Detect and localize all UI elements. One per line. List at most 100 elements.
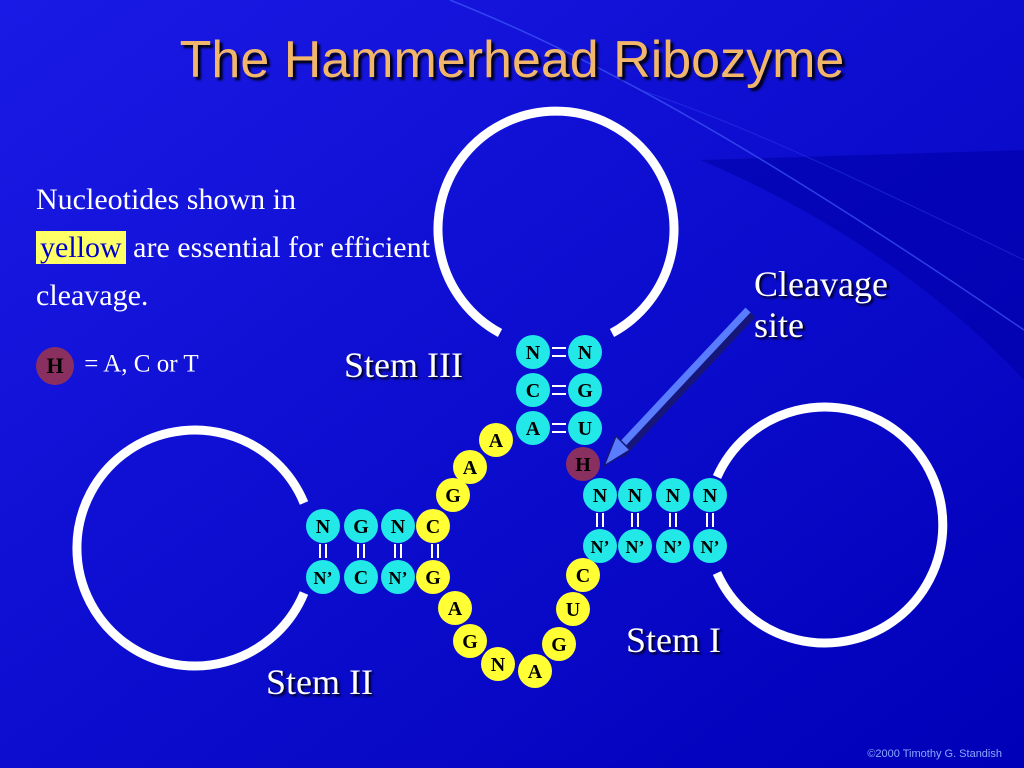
nucleotide-core-g3: G	[542, 627, 576, 661]
nucleotide-letter: N	[628, 485, 643, 507]
nucleotide-circle	[618, 478, 652, 512]
nucleotide-s2-g2: G	[416, 560, 450, 594]
nucleotide-circle	[479, 423, 513, 457]
nucleotide-core-n: N	[481, 647, 515, 681]
nucleotide-circle	[481, 647, 515, 681]
nucleotide-circle	[566, 447, 600, 481]
nucleotide-circle	[516, 411, 550, 445]
nucleotide-letter: G	[425, 567, 441, 589]
stem-ii-label: Stem II	[266, 662, 373, 702]
h-legend-text: = A, C or T	[84, 350, 199, 378]
nucleotide-circle	[306, 560, 340, 594]
nucleotide-letter: N’	[626, 537, 645, 557]
nucleotide-letter: N	[316, 516, 331, 538]
cleavage-line-1: Cleavage	[754, 264, 888, 304]
cleavage-line-2: site	[754, 305, 804, 346]
nucleotide-circle	[568, 335, 602, 369]
intro-text: Nucleotides shown in yellow are essentia…	[36, 176, 436, 320]
nucleotide-circle	[568, 373, 602, 407]
nucleotide-circle	[518, 654, 552, 688]
nucleotide-s3-g: G	[568, 373, 602, 407]
intro-before: Nucleotides shown in	[36, 183, 296, 216]
nucleotide-core-a3: A	[438, 591, 472, 625]
nucleotide-core-g1: G	[436, 478, 470, 512]
nucleotide-s3-c: C	[516, 373, 550, 407]
nucleotide-core-g2: G	[453, 624, 487, 658]
nucleotide-circle	[556, 592, 590, 626]
stem-iii-loop	[433, 106, 679, 337]
nucleotide-circle	[453, 624, 487, 658]
nucleotide-s3-n2: N	[568, 335, 602, 369]
nucleotide-s2-np1: N’	[306, 560, 340, 594]
nucleotide-circle	[436, 478, 470, 512]
nucleotide-circle	[381, 560, 415, 594]
nucleotide-circle	[416, 560, 450, 594]
nucleotide-letter: N	[703, 485, 718, 507]
nucleotide-letter: G	[462, 631, 478, 653]
nucleotide-h-site: H	[566, 447, 600, 481]
nucleotide-letter: N’	[591, 537, 610, 557]
nucleotide-letter: U	[566, 599, 580, 621]
stem-iii-label: Stem III	[344, 345, 463, 385]
base-pair-marks	[319, 347, 714, 558]
nucleotide-letter: N	[593, 485, 608, 507]
nucleotide-letter: N	[526, 342, 541, 364]
copyright-credit: ©2000 Timothy G. Standish	[867, 748, 1002, 760]
nucleotide-s3-a: A	[516, 411, 550, 445]
nucleotide-circle	[656, 478, 690, 512]
nucleotide-circle	[568, 411, 602, 445]
nucleotide-circle	[438, 591, 472, 625]
nucleotide-letter: C	[526, 380, 540, 402]
h-legend: H = A, C or T	[36, 347, 199, 385]
intro-after: are essential for efficient cleavage.	[36, 231, 430, 312]
nucleotide-s2-c: C	[416, 509, 450, 543]
cleavage-arrow	[602, 307, 756, 468]
nucleotide-circle	[516, 373, 550, 407]
nucleotide-letter: G	[445, 485, 461, 507]
nucleotide-core-c: C	[566, 558, 600, 592]
nucleotide-letter: N	[391, 516, 406, 538]
nucleotide-letter: G	[577, 380, 593, 402]
nucleotide-s2-c2: C	[344, 560, 378, 594]
nucleotide-s1-n3: N	[656, 478, 690, 512]
nucleotide-letter: C	[576, 565, 590, 587]
nucleotide-s1-n2: N	[618, 478, 652, 512]
nucleotide-letter: N’	[314, 568, 333, 588]
nucleotide-circle	[583, 529, 617, 563]
nucleotide-s1-np4: N’	[693, 529, 727, 563]
nucleotide-circle	[542, 627, 576, 661]
nucleotide-letter: A	[448, 598, 463, 620]
nucleotide-core-a1: A	[479, 423, 513, 457]
nucleotide-circle	[344, 509, 378, 543]
nucleotide-letter: H	[575, 454, 591, 476]
nucleotide-letter: U	[578, 418, 592, 440]
nucleotide-letter: N’	[389, 568, 408, 588]
nucleotide-circle	[344, 560, 378, 594]
nucleotide-s2-g: G	[344, 509, 378, 543]
nucleotide-circle	[453, 450, 487, 484]
nucleotide-letter: C	[354, 567, 368, 589]
nucleotide-letter: C	[426, 516, 440, 538]
nucleotide-core-a2: A	[453, 450, 487, 484]
nucleotide-s1-np3: N’	[656, 529, 690, 563]
nucleotide-letter: N’	[701, 537, 720, 557]
nucleotide-s1-n1: N	[583, 478, 617, 512]
nucleotide-s3-u: U	[568, 411, 602, 445]
nucleotide-circle	[693, 529, 727, 563]
nucleotide-letter: N’	[664, 537, 683, 557]
nucleotide-s2-np2: N’	[381, 560, 415, 594]
stem-ii-loop	[72, 425, 309, 671]
nucleotide-letter: N	[578, 342, 593, 364]
nucleotide-circle	[516, 335, 550, 369]
nucleotide-circle	[566, 558, 600, 592]
nucleotide-circle	[381, 509, 415, 543]
nucleotide-letter: A	[463, 457, 478, 479]
slide-title: The Hammerhead Ribozyme	[179, 31, 845, 89]
nucleotide-circle	[416, 509, 450, 543]
nucleotide-letter: N	[666, 485, 681, 507]
nucleotide-circle	[656, 529, 690, 563]
nucleotide-letter: G	[353, 516, 369, 538]
